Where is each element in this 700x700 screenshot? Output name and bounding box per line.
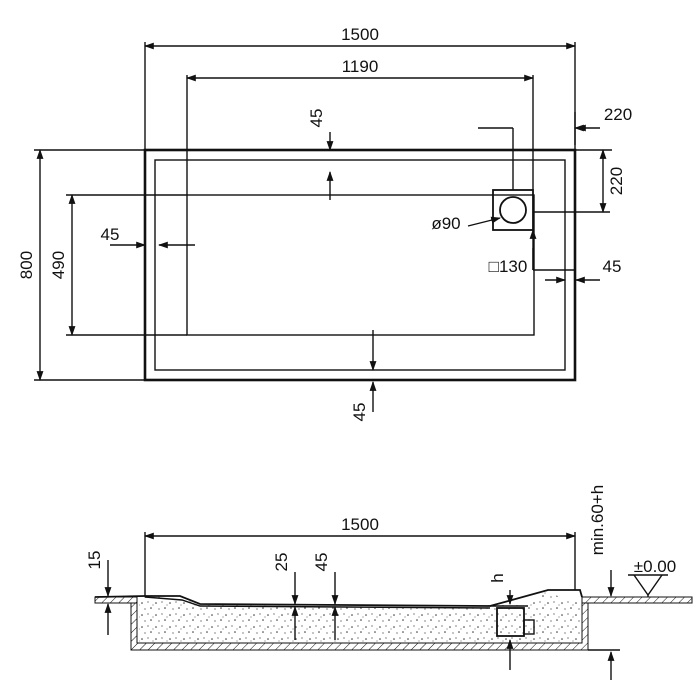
section-min-height: min.60+h [588, 485, 607, 555]
section-slope-a: 25 [272, 553, 291, 572]
inner-basin [186, 194, 535, 336]
screed-fill [139, 592, 580, 643]
floor-right [581, 596, 693, 604]
dim-bottom-border: 45 [350, 403, 369, 422]
dim-drain-square: □130 [489, 257, 528, 276]
dim-drain-offset-x: 220 [604, 105, 632, 124]
section-slope-b: 45 [312, 553, 331, 572]
tray-rim [154, 159, 566, 371]
dim-drain-offset-y: 220 [607, 167, 626, 195]
dim-left-border: 45 [101, 225, 120, 244]
section-overall-length: 1500 [341, 515, 379, 534]
recess-hatch [130, 602, 589, 651]
drain-symbol [478, 127, 610, 271]
section-drain-height: h [488, 573, 507, 582]
dim-inner-width: 490 [49, 251, 68, 279]
section-floor-level: ±0.00 [634, 557, 676, 576]
section-view: 1500 15 25 45 h min.60+h ±0.00 [85, 485, 693, 680]
dim-drain-diameter: ø90 [431, 214, 460, 233]
dim-top-border: 45 [307, 109, 326, 128]
dim-overall-width: 800 [17, 251, 36, 279]
dim-overall-length: 1500 [341, 25, 379, 44]
dim-right-border: 45 [603, 257, 622, 276]
section-tray-thickness: 15 [85, 551, 104, 570]
floor-left [94, 596, 138, 604]
dim-inner-length: 1190 [342, 57, 379, 76]
plan-view: 1500 1190 45 220 220 ø90 □130 45 45 [17, 25, 632, 421]
floor-level-marker: ±0.00 [628, 557, 676, 597]
